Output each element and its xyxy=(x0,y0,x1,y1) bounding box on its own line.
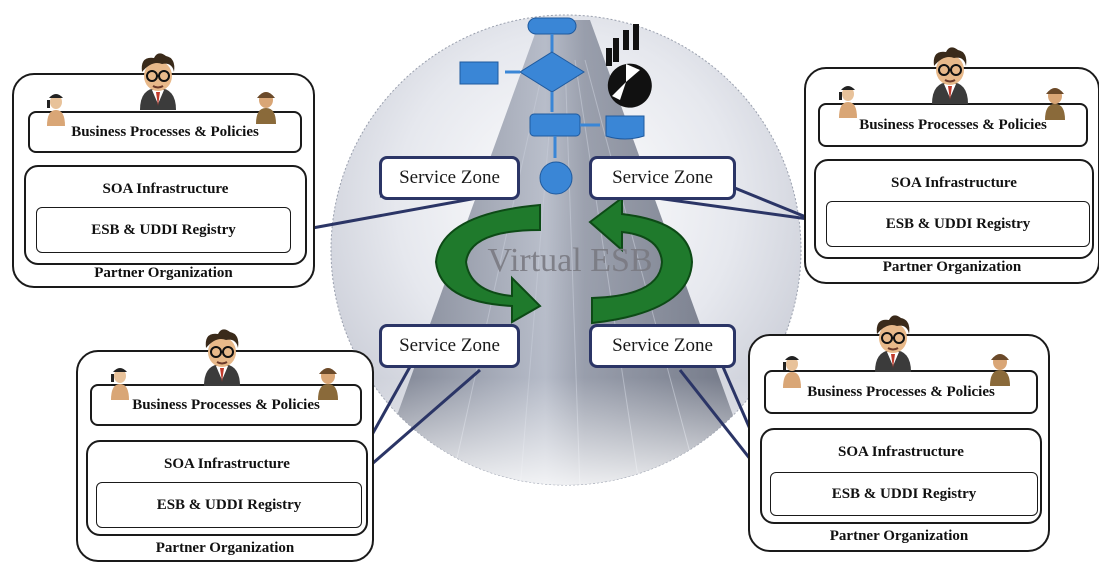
hub-label: Virtual ESB xyxy=(487,242,653,279)
partner-org-bottom-left: Business Processes & Policies SOA Infras… xyxy=(76,350,374,562)
soa-infrastructure-label: SOA Infrastructure xyxy=(838,444,964,460)
soa-infrastructure-label: SOA Infrastructure xyxy=(164,456,290,472)
soa-infrastructure-box: SOA Infrastructure ESB & UDDI Registry xyxy=(760,428,1042,524)
soa-infrastructure-box: SOA Infrastructure ESB & UDDI Registry xyxy=(814,159,1094,259)
partner-organization-label: Partner Organization xyxy=(155,540,295,556)
soa-infrastructure-label: SOA Infrastructure xyxy=(891,175,1017,191)
esb-registry-box: ESB & UDDI Registry xyxy=(36,207,291,253)
service-zone-bottom-left: Service Zone xyxy=(379,324,520,368)
esb-registry-box: ESB & UDDI Registry xyxy=(826,201,1090,247)
service-zone-top-left: Service Zone xyxy=(379,156,520,200)
partner-org-top-right: Business Processes & Policies SOA Infras… xyxy=(804,67,1099,284)
esb-registry-box: ESB & UDDI Registry xyxy=(770,472,1038,516)
sync-arrows-icon xyxy=(434,196,694,325)
partner-organization-label: Partner Organization xyxy=(94,265,233,281)
service-zone-bottom-right: Service Zone xyxy=(589,324,736,368)
business-processes-box: Business Processes & Policies xyxy=(764,370,1038,414)
partner-org-bottom-right: Business Processes & Policies SOA Infras… xyxy=(748,334,1050,552)
flowchart-icon xyxy=(459,17,645,195)
business-processes-box: Business Processes & Policies xyxy=(818,103,1088,147)
esb-registry-box: ESB & UDDI Registry xyxy=(96,482,362,528)
partner-organization-label: Partner Organization xyxy=(882,259,1022,275)
business-processes-box: Business Processes & Policies xyxy=(28,111,302,153)
business-processes-box: Business Processes & Policies xyxy=(90,384,362,426)
analytics-icon xyxy=(606,24,652,108)
service-zone-top-right: Service Zone xyxy=(589,156,736,200)
partner-organization-label: Partner Organization xyxy=(829,528,969,544)
partner-org-top-left: Business Processes & Policies SOA Infras… xyxy=(12,73,315,288)
soa-infrastructure-box: SOA Infrastructure ESB & UDDI Registry xyxy=(86,440,368,536)
soa-infrastructure-label: SOA Infrastructure xyxy=(102,181,229,197)
soa-infrastructure-box: SOA Infrastructure ESB & UDDI Registry xyxy=(24,165,307,265)
building-icon xyxy=(331,15,801,485)
